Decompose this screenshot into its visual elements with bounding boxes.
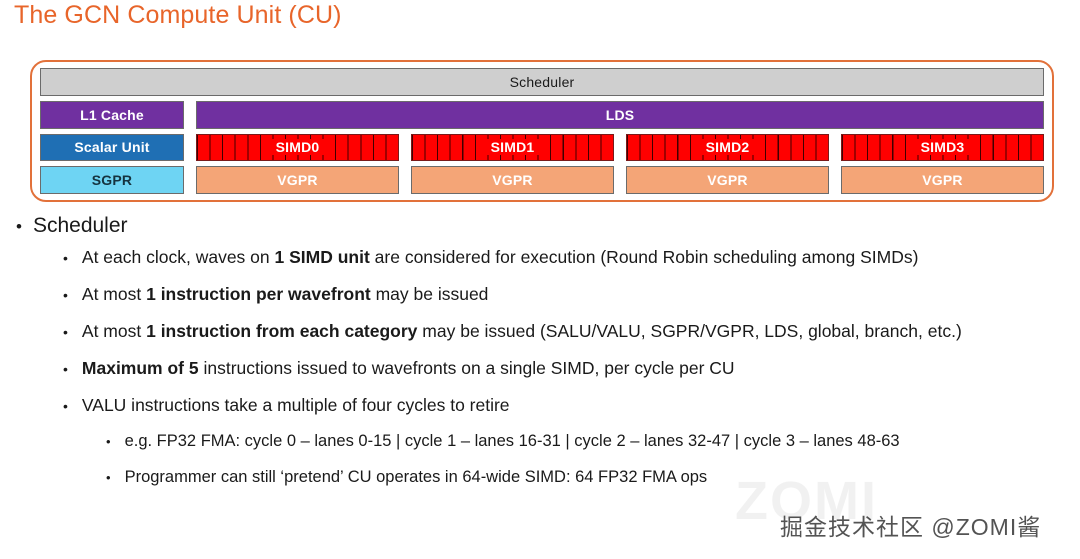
block-simd0: SIMD0 xyxy=(196,133,399,162)
bullet-item-text: Programmer can still ‘pretend’ CU operat… xyxy=(124,468,708,486)
bullet-heading-scheduler: • Scheduler xyxy=(0,214,1080,238)
bullet-item-text: e.g. FP32 FMA: cycle 0 – lanes 0-15 | cy… xyxy=(124,432,900,450)
bullet-item-6: • Programmer can still ‘pretend’ CU opera… xyxy=(0,468,1080,487)
block-scheduler: Scheduler xyxy=(40,68,1044,96)
block-simd2: SIMD2 xyxy=(626,133,829,162)
block-simd3: SIMD3 xyxy=(841,133,1044,162)
block-simd1-label: SIMD1 xyxy=(484,139,541,156)
bullet-item-0: • At each clock, waves on 1 SIMD unit are… xyxy=(0,247,1080,268)
block-simd0-label: SIMD0 xyxy=(269,139,326,156)
diagram-row-registers: SGPR VGPR VGPR VGPR VGPR xyxy=(40,166,1044,194)
bullet-item-1: • At most 1 instruction per wavefront may… xyxy=(0,284,1080,305)
bullet-item-text: Maximum of 5 instructions issued to wave… xyxy=(81,358,735,378)
block-l1-cache: L1 Cache xyxy=(40,100,184,129)
bullet-item-4: • VALU instructions take a multiple of fo… xyxy=(0,395,1080,416)
block-simd1: SIMD1 xyxy=(411,133,614,162)
block-lds: LDS xyxy=(196,100,1044,129)
bullet-item-text: VALU instructions take a multiple of fou… xyxy=(81,395,510,415)
diagram-row-lds: L1 Cache LDS xyxy=(40,100,1044,129)
bullet-items-container: • At each clock, waves on 1 SIMD unit are… xyxy=(0,247,1080,487)
block-scalar-unit: Scalar Unit xyxy=(40,133,184,162)
bullet-item-5: • e.g. FP32 FMA: cycle 0 – lanes 0-15 | c… xyxy=(0,432,1080,451)
bullet-glyph-icon: • xyxy=(63,361,68,377)
block-simd2-label: SIMD2 xyxy=(699,139,756,156)
block-vgpr-2: VGPR xyxy=(626,166,829,194)
diagram-row-simd: Scalar Unit SIMD0 SIMD1 SIMD2 SIMD3 xyxy=(40,133,1044,162)
bullet-item-2: • At most 1 instruction from each categor… xyxy=(0,321,1080,342)
bullet-glyph-icon: • xyxy=(16,217,22,236)
bullet-item-3: • Maximum of 5 instructions issued to wav… xyxy=(0,358,1080,379)
gcn-compute-unit-diagram: Scheduler L1 Cache LDS Scalar Unit SIMD0… xyxy=(30,60,1054,202)
bullet-item-text: At each clock, waves on 1 SIMD unit are … xyxy=(81,247,919,267)
block-simd3-label: SIMD3 xyxy=(914,139,971,156)
page-title: The GCN Compute Unit (CU) xyxy=(14,1,342,29)
block-sgpr: SGPR xyxy=(40,166,184,194)
author-watermark: 掘金技术社区 @ZOMI酱 xyxy=(780,514,1042,540)
bullet-glyph-icon: • xyxy=(106,470,111,485)
bullet-glyph-icon: • xyxy=(63,250,68,266)
block-vgpr-0: VGPR xyxy=(196,166,399,194)
bullet-list: • Scheduler • At each clock, waves on 1 S… xyxy=(0,214,1080,504)
block-vgpr-1: VGPR xyxy=(411,166,614,194)
bullet-item-text: At most 1 instruction from each category… xyxy=(81,321,962,341)
bullet-glyph-icon: • xyxy=(63,398,68,414)
bullet-item-text: At most 1 instruction per wavefront may … xyxy=(81,284,489,304)
bullet-glyph-icon: • xyxy=(63,324,68,340)
diagram-row-scheduler: Scheduler xyxy=(40,68,1044,96)
bullet-glyph-icon: • xyxy=(106,434,111,449)
bullet-glyph-icon: • xyxy=(63,287,68,303)
bullet-heading-text: Scheduler xyxy=(32,214,128,237)
block-vgpr-3: VGPR xyxy=(841,166,1044,194)
